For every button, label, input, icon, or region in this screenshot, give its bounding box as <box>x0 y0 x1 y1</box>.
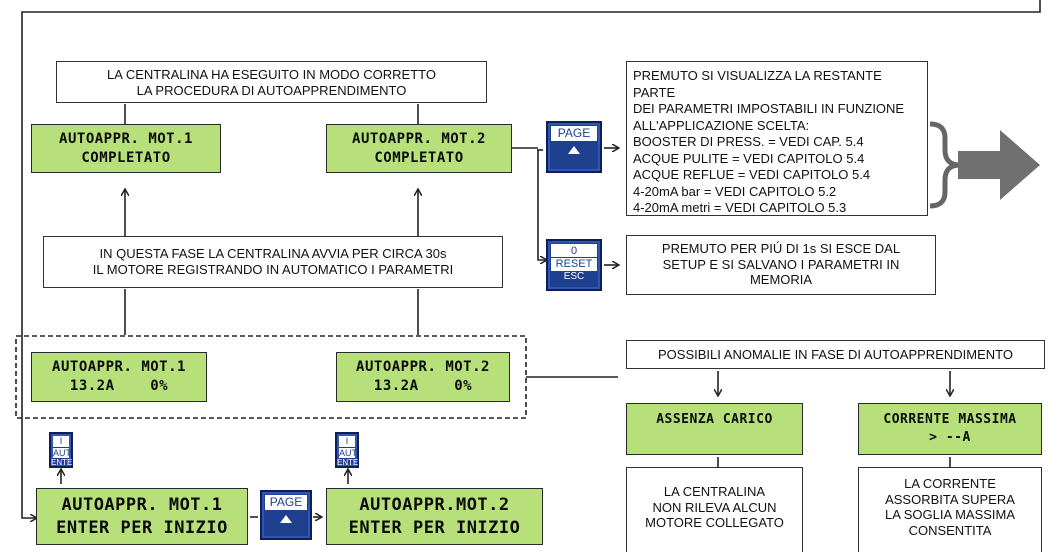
lcd-run-1-line-2: 13.2A 0% <box>69 378 169 394</box>
reset-note-line-3: MEMORIA <box>749 272 813 287</box>
aut-enter-2-mid: AUT <box>339 447 357 458</box>
reset-esc-button-top: 0 RESET <box>551 244 597 271</box>
page-note-line-4: BOOSTER DI PRESS. = VEDI CAP. 5.4 <box>633 134 864 149</box>
aut-enter-2-bar: I <box>345 436 349 446</box>
aut-enter-1-bar: I <box>59 436 63 446</box>
aut-enter-button-2[interactable]: I AUT ENTER <box>335 432 365 468</box>
page-note-line-5: ACQUE PULITE = VEDI CAPITOLO 5.4 <box>633 150 865 166</box>
page-note: PREMUTO SI VISUALIZZA LA RESTANTE PARTE … <box>626 61 928 216</box>
lcd-done-2: AUTOAPPR. MOT.2 COMPLETATO <box>326 124 512 173</box>
lcd-done-1-line-1: AUTOAPPR. MOT.1 <box>59 131 193 147</box>
max-current-note-line-4: CONSENTITA <box>908 522 992 538</box>
lcd-run-1: AUTOAPPR. MOT.1 13.2A 0% <box>31 352 207 402</box>
lcd-max-current-line-1: CORRENTE MASSIMA <box>883 412 1017 427</box>
page-button-bottom-label: PAGE <box>265 495 307 510</box>
lcd-start-1: AUTOAPPR. MOT.1 ENTER PER INIZIO <box>36 488 248 545</box>
page-note-line-8: 4-20mA metri = VEDI CAPITOLO 5.3 <box>633 200 847 215</box>
aut-enter-1-mid: AUT <box>53 447 71 458</box>
no-load-note: LA CENTRALINA NON RILEVA ALCUN MOTORE CO… <box>626 467 803 552</box>
lcd-start-2-line-1: AUTOAPPR.MOT.2 <box>359 495 510 515</box>
page-button-bottom[interactable]: PAGE <box>260 490 312 540</box>
lcd-max-current: CORRENTE MASSIMA > --A <box>858 403 1042 455</box>
return-loop-line <box>21 0 1041 518</box>
phase-note-line-2: IL MOTORE REGISTRANDO IN AUTOMATICO I PA… <box>92 261 454 277</box>
next-big-arrow <box>958 130 1040 200</box>
lcd-run-1-line-1: AUTOAPPR. MOT.1 <box>52 359 186 375</box>
up-triangle-icon <box>568 146 580 154</box>
lcd-done-2-line-2: COMPLETATO <box>374 150 464 166</box>
lcd-start-2-line-2: ENTER PER INIZIO <box>348 518 521 538</box>
reset-esc-bottom: ESC <box>563 271 585 282</box>
reset-note-line-2: SETUP E SI SALVANO I PARAMETRI IN <box>662 256 900 272</box>
page-button-label: PAGE <box>551 126 597 141</box>
top-note-line-2: LA PROCEDURA DI AUTOAPPRENDIMENTO <box>136 82 407 98</box>
max-current-note-line-2: ASSORBITA SUPERA <box>885 491 1015 507</box>
anomaly-note: POSSIBILI ANOMALIE IN FASE DI AUTOAPPREN… <box>626 340 1045 369</box>
lcd-max-current-line-2: > --A <box>929 430 971 445</box>
lcd-start-2: AUTOAPPR.MOT.2 ENTER PER INIZIO <box>326 488 543 545</box>
lcd-done-1-line-2: COMPLETATO <box>81 150 171 166</box>
reset-note-line-1: PREMUTO PER PIÚ DI 1s SI ESCE DAL <box>661 241 901 256</box>
page-note-line-3: ALL'APPLICAZIONE SCELTA: <box>633 117 810 133</box>
brace-shape <box>929 121 961 209</box>
reset-esc-zero: 0 <box>570 245 578 257</box>
lcd-run-2: AUTOAPPR. MOT.2 13.2A 0% <box>336 352 510 402</box>
no-load-note-line-1: LA CENTRALINA <box>663 484 766 499</box>
page-note-line-7: 4-20mA bar = VEDI CAPITOLO 5.2 <box>633 183 837 199</box>
top-note-line-1: LA CENTRALINA HA ESEGUITO IN MODO CORRET… <box>107 67 436 82</box>
lcd-done-2-line-1: AUTOAPPR. MOT.2 <box>352 131 486 147</box>
aut-enter-2-bottom: ENTER <box>337 458 365 467</box>
anomaly-note-label: POSSIBILI ANOMALIE IN FASE DI AUTOAPPREN… <box>658 347 1013 362</box>
lcd-run-2-line-2: 13.2A 0% <box>373 378 473 394</box>
aut-enter-button-1[interactable]: I AUT ENTER <box>49 432 79 468</box>
reset-esc-button[interactable]: 0 RESET ESC <box>546 239 602 291</box>
lcd-no-load-line-1: ASSENZA CARICO <box>656 412 773 427</box>
no-load-note-line-3: MOTORE COLLEGATO <box>645 515 784 530</box>
page-note-line-2: DEI PARAMETRI IMPOSTABILI IN FUNZIONE <box>633 101 905 116</box>
lcd-start-1-line-2: ENTER PER INIZIO <box>56 518 228 538</box>
aut-enter-button-1-top: I AUT <box>53 436 71 458</box>
no-load-note-line-2: NON RILEVA ALCUN <box>652 499 777 515</box>
reset-esc-reset: RESET <box>551 257 597 270</box>
aut-enter-1-bottom: ENTER <box>51 458 79 467</box>
aut-enter-button-2-top: I AUT <box>339 436 357 458</box>
max-current-note-line-1: LA CORRENTE <box>904 476 996 491</box>
phase-note-line-1: IN QUESTA FASE LA CENTRALINA AVVIA PER C… <box>99 246 447 261</box>
page-button[interactable]: PAGE <box>546 121 602 173</box>
max-current-note: LA CORRENTE ASSORBITA SUPERA LA SOGLIA M… <box>858 467 1042 552</box>
lcd-done-1: AUTOAPPR. MOT.1 COMPLETATO <box>31 124 221 173</box>
reset-note: PREMUTO PER PIÚ DI 1s SI ESCE DAL SETUP … <box>626 235 936 295</box>
up-triangle-icon <box>280 515 292 523</box>
page-note-line-1: PREMUTO SI VISUALIZZA LA RESTANTE PARTE <box>633 68 882 100</box>
phase-note: IN QUESTA FASE LA CENTRALINA AVVIA PER C… <box>43 236 503 288</box>
page-note-line-6: ACQUE REFLUE = VEDI CAPITOLO 5.4 <box>633 167 871 182</box>
max-current-note-line-3: LA SOGLIA MASSIMA <box>884 507 1016 522</box>
top-note: LA CENTRALINA HA ESEGUITO IN MODO CORRET… <box>56 61 487 103</box>
lcd-start-1-line-1: AUTOAPPR. MOT.1 <box>61 495 223 515</box>
lcd-no-load: ASSENZA CARICO <box>626 403 803 455</box>
lcd-run-2-line-1: AUTOAPPR. MOT.2 <box>356 359 490 375</box>
